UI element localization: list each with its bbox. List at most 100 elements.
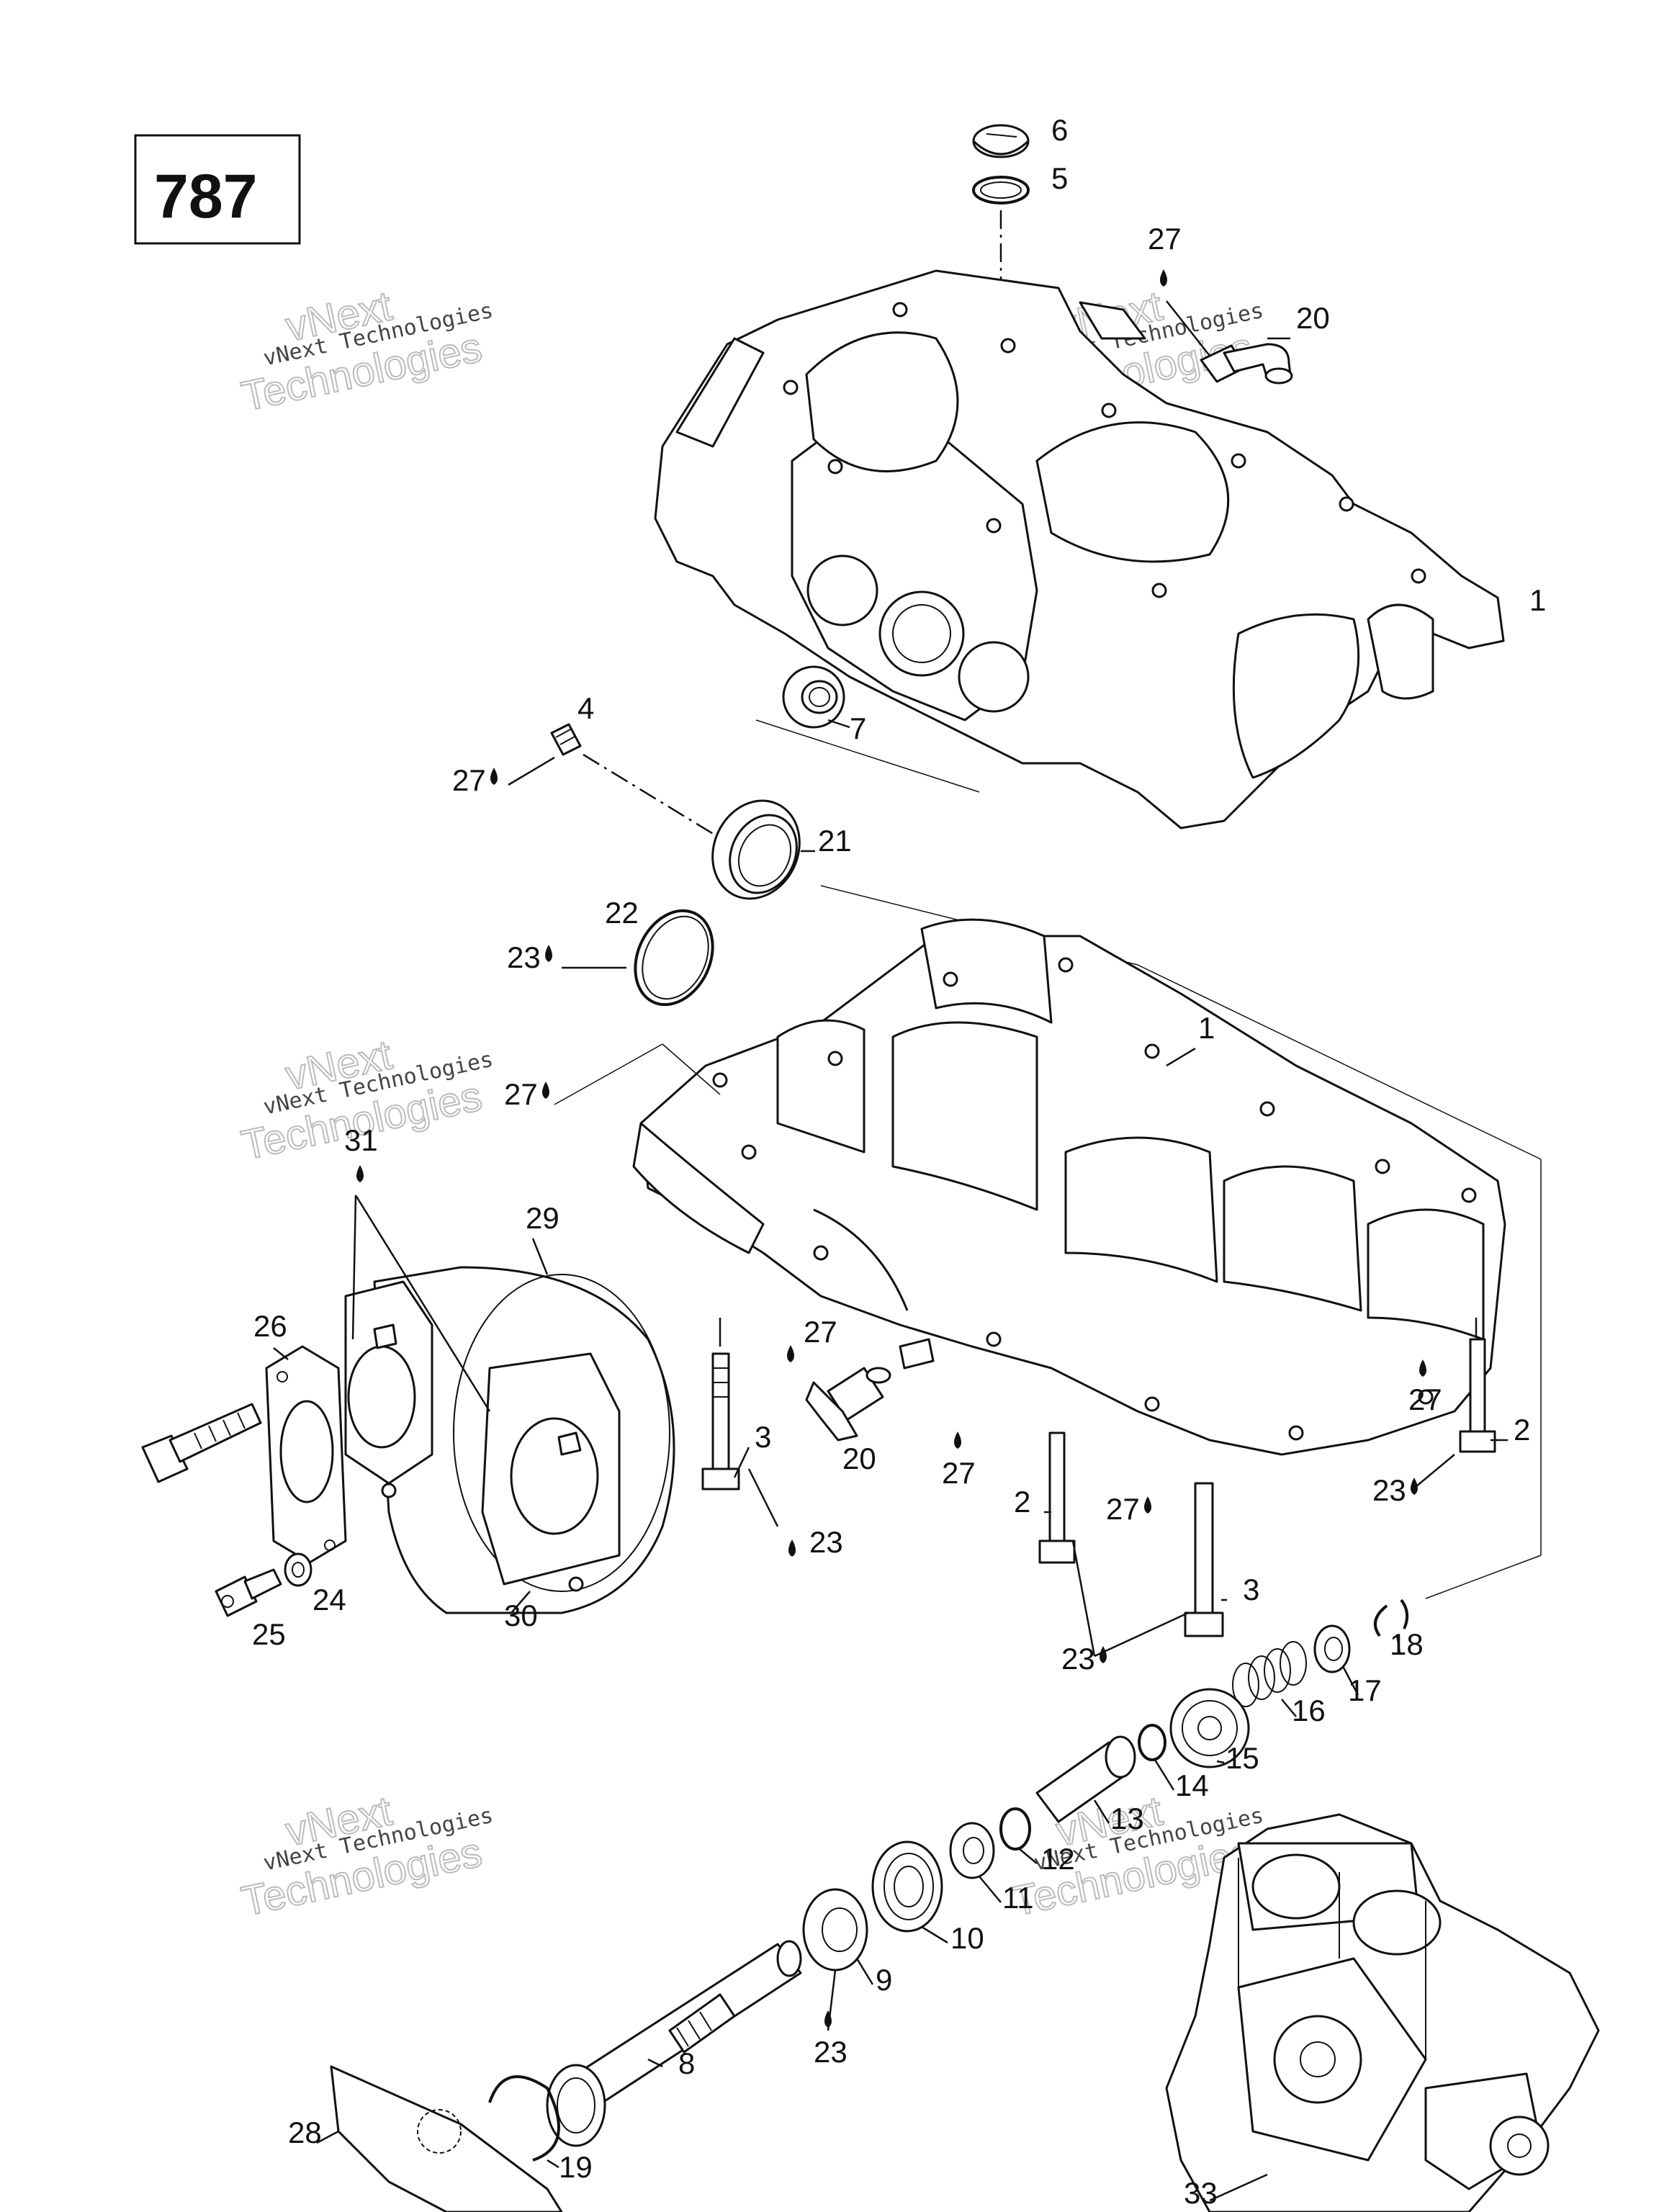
oil-drop-icon [1419,1359,1426,1377]
callout-c29: 29 [526,1201,559,1235]
stud-3-right [1184,1482,1224,1637]
callout-label: 3 [1243,1573,1259,1606]
oil-drop-icon [1144,1496,1151,1514]
callout-c27f: 27 [1408,1382,1442,1416]
reference-number: 787 [154,162,258,231]
oil-drop-icon [545,945,552,962]
callout-label: 1 [1529,583,1546,617]
callout-label: 20 [842,1442,876,1475]
oil-drop-icon [356,1165,364,1182]
callout-label: 16 [1292,1694,1326,1727]
callout-label: 2 [1514,1413,1530,1447]
callout-c23c: 23 [809,1525,843,1559]
sleeve-13 [1035,1735,1136,1823]
callout-label: 6 [1051,113,1068,147]
callout-c27d: 27 [804,1315,837,1349]
callout-c13: 13 [1110,1802,1144,1835]
callout-label: 9 [876,1963,892,1997]
callout-c27c: 27 [504,1077,549,1111]
callout-c10: 10 [950,1921,984,1955]
callout-c31: 31 [344,1123,378,1157]
callout-c11: 11 [1002,1881,1034,1915]
callout-label: 27 [1148,222,1182,256]
callout-label: 17 [1348,1673,1382,1707]
oil-drop-icon [1160,269,1167,287]
spring-16 [1232,1641,1307,1707]
callout-label: 20 [1296,301,1330,335]
callout-c33: 33 [1184,2176,1218,2210]
callout-label: 29 [526,1201,559,1235]
callout-label: 27 [942,1456,976,1490]
callout-c18: 18 [1390,1627,1424,1661]
stud-2-right [1459,1338,1496,1453]
callout-c12: 12 [1041,1842,1075,1876]
retaining-ring-18 [1373,1599,1409,1637]
callout-c27a: 27 [1148,222,1182,256]
ball-bearing-10 [871,1840,943,1933]
callout-c15: 15 [1226,1741,1259,1775]
oil-seal-21 [711,799,801,900]
callout-label: 22 [605,896,639,930]
guard-plate-28 [330,2065,563,2212]
callout-c17: 17 [1348,1673,1382,1707]
elbow-fitting-top [1200,343,1293,385]
callout-c23e: 23 [814,2035,848,2069]
drive-gear [546,2064,606,2147]
washer-17 [1313,1624,1351,1673]
callout-label: 27 [804,1315,837,1349]
callout-label: 5 [1051,161,1068,195]
oil-seal-9 [802,1888,868,1972]
reference-number-box: 787 [134,134,301,245]
callout-label: 1 [1198,1011,1215,1045]
oil-drop-icon [954,1431,961,1449]
gear-15 [1169,1688,1250,1768]
callout-label: 13 [1110,1802,1144,1835]
rotary-valve-cover-30 [344,1266,675,1614]
callout-label: 27 [452,763,486,797]
callout-c19: 19 [559,2150,593,2184]
callout-c3b: 3 [1243,1573,1259,1606]
callout-c28: 28 [288,2116,322,2149]
callout-label: 25 [252,1617,286,1651]
oil-drop-icon [787,1345,794,1362]
callout-label: 30 [504,1599,538,1632]
callout-label: 33 [1184,2176,1218,2210]
callout-label: 21 [818,824,852,858]
stud-4 [550,723,582,756]
callout-label: 27 [1106,1492,1140,1526]
oil-drop-icon [1411,1478,1418,1495]
callout-label: 7 [850,711,866,745]
callout-c6: 6 [1051,113,1068,147]
upper-crankcase [654,269,1505,830]
callout-label: 26 [253,1309,287,1343]
ring-12 [999,1807,1031,1851]
callout-c1a: 1 [1529,583,1546,617]
stud-2-middle [1038,1431,1076,1564]
callout-c5: 5 [1051,161,1068,195]
watermark-bottom-left: vNext vNext Technologies Technologies [237,1786,495,1925]
callout-label: 18 [1390,1627,1424,1661]
engine-assembly-33 [1165,1813,1600,2212]
callout-label: 12 [1041,1842,1075,1876]
callout-label: 24 [313,1583,346,1617]
o-ring-22 [634,909,714,1007]
callout-c3a: 3 [755,1420,771,1454]
callout-c14: 14 [1175,1768,1209,1802]
cap-screw-left [141,1403,262,1483]
callout-c26: 26 [253,1309,287,1343]
oil-seal-7 [782,665,845,729]
callout-c20b: 20 [842,1442,876,1475]
callout-c23d: 23 [1061,1642,1107,1676]
o-ring-part [972,176,1030,204]
callout-c9: 9 [876,1963,892,1997]
oil-drop-icon [490,768,498,785]
callout-label: 4 [577,691,594,725]
callout-c25: 25 [252,1617,286,1651]
callout-label: 28 [288,2116,322,2149]
callout-c8: 8 [678,2046,695,2080]
callout-label: 23 [507,940,541,974]
oil-drop-icon [542,1082,549,1099]
callout-c24: 24 [313,1583,346,1617]
